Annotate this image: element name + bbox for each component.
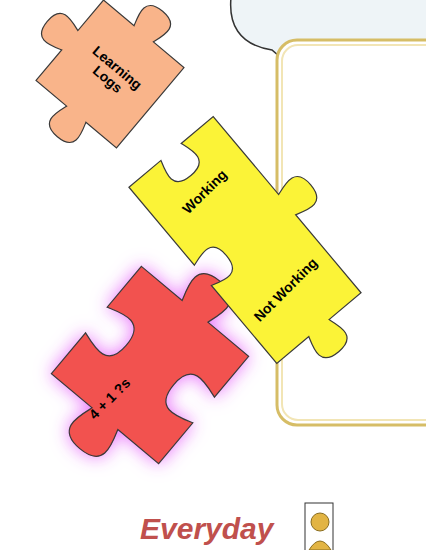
puzzle-outline bbox=[51, 266, 248, 463]
footer-word: Everyday bbox=[140, 512, 273, 545]
puzzle-piece: Learning Logs bbox=[26, 0, 190, 158]
icon-figure-body bbox=[309, 541, 331, 550]
puzzle-outline bbox=[36, 0, 184, 148]
puzzle-shape bbox=[122, 110, 368, 374]
icon-box bbox=[305, 503, 333, 550]
icon-figure bbox=[311, 513, 329, 531]
puzzle-piece: WorkingNot Working bbox=[122, 110, 368, 374]
